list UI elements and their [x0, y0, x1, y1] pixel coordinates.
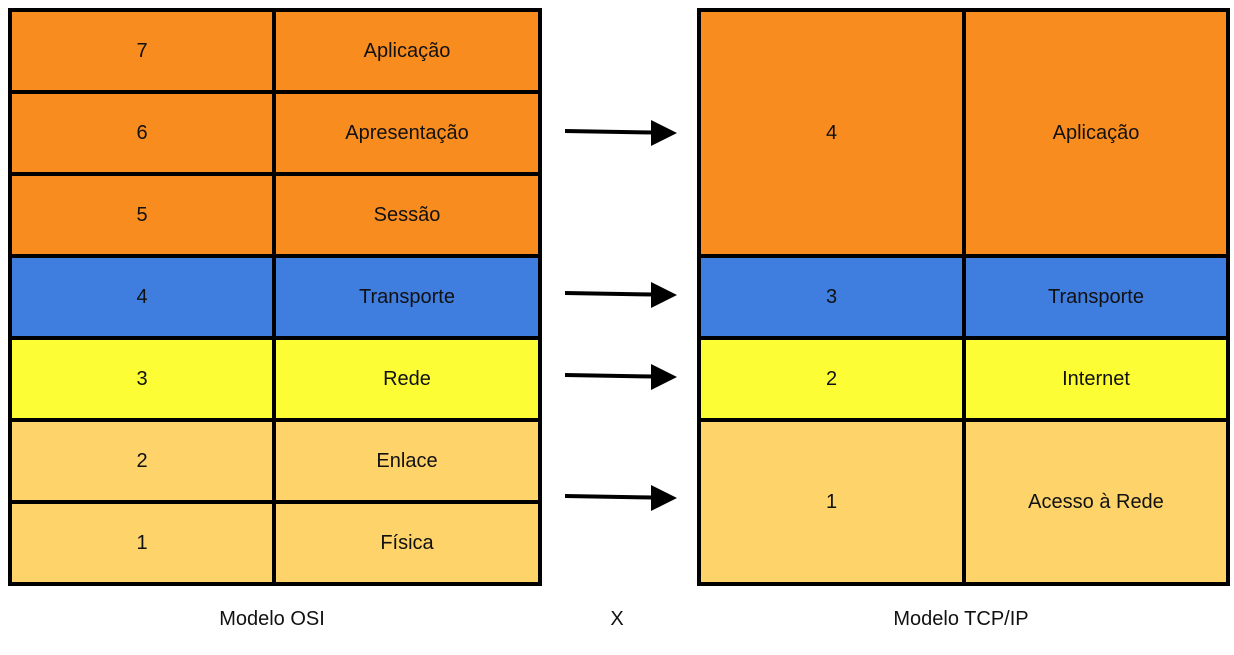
right-arrow-icon: [565, 120, 677, 146]
tcpip-layer-number: 3: [697, 254, 966, 340]
tcpip-layer-2-row: 2 Internet: [697, 336, 1230, 422]
tcpip-model-table: 4 Aplicação 3 Transporte 2 Internet 1 Ac…: [697, 8, 1230, 586]
osi-layer-number: 7: [8, 8, 276, 94]
osi-layer-3-row: 3 Rede: [8, 336, 542, 422]
tcpip-layer-name: Aplicação: [962, 8, 1230, 258]
osi-layer-name: Enlace: [272, 418, 542, 504]
osi-layer-number: 1: [8, 500, 276, 586]
osi-caption: Modelo OSI: [219, 608, 325, 630]
right-arrow-icon: [565, 282, 677, 308]
osi-layer-number: 6: [8, 90, 276, 176]
osi-layer-number: 5: [8, 172, 276, 258]
osi-layer-number: 4: [8, 254, 276, 340]
osi-layer-name: Apresentação: [272, 90, 542, 176]
osi-layer-2-row: 2 Enlace: [8, 418, 542, 504]
osi-layer-4-row: 4 Transporte: [8, 254, 542, 340]
tcpip-layer-number: 1: [697, 418, 966, 586]
osi-layer-name: Aplicação: [272, 8, 542, 94]
right-arrow-icon: [565, 485, 677, 511]
osi-layer-name: Física: [272, 500, 542, 586]
tcpip-layer-number: 2: [697, 336, 966, 422]
tcpip-layer-name: Acesso à Rede: [962, 418, 1230, 586]
osi-layer-5-row: 5 Sessão: [8, 172, 542, 258]
osi-layer-7-row: 7 Aplicação: [8, 8, 542, 94]
tcpip-layer-number: 4: [697, 8, 966, 258]
tcpip-caption: Modelo TCP/IP: [893, 608, 1029, 630]
osi-layer-name: Rede: [272, 336, 542, 422]
versus-label: X: [610, 608, 624, 630]
osi-layer-1-row: 1 Física: [8, 500, 542, 586]
tcpip-layer-name: Internet: [962, 336, 1230, 422]
osi-layer-number: 2: [8, 418, 276, 504]
tcpip-layer-1-row: 1 Acesso à Rede: [697, 418, 1230, 586]
osi-layer-number: 3: [8, 336, 276, 422]
osi-layer-name: Transporte: [272, 254, 542, 340]
tcpip-layer-name: Transporte: [962, 254, 1230, 340]
osi-layer-name: Sessão: [272, 172, 542, 258]
right-arrow-icon: [565, 364, 677, 390]
tcpip-layer-4-row: 4 Aplicação: [697, 8, 1230, 258]
osi-model-table: 7 Aplicação 6 Apresentação 5 Sessão 4 Tr…: [8, 8, 542, 586]
tcpip-layer-3-row: 3 Transporte: [697, 254, 1230, 340]
osi-layer-6-row: 6 Apresentação: [8, 90, 542, 176]
